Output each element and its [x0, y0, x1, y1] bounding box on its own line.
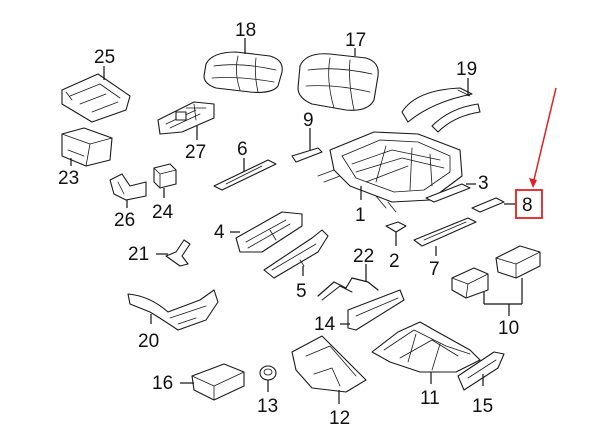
callout-3: 3: [478, 173, 489, 194]
callout-12: 12: [329, 408, 350, 429]
part-23: 23: [58, 127, 113, 189]
callout-27: 27: [185, 142, 206, 163]
part-27: 27: [157, 101, 215, 163]
part-8: 8: [471, 87, 557, 219]
part-7: 7: [413, 217, 477, 280]
part-5: 5: [263, 229, 329, 302]
part-15: 15: [457, 351, 505, 417]
callout-13: 13: [257, 396, 278, 417]
part-22: 22: [317, 246, 379, 301]
callout-19: 19: [456, 59, 477, 80]
part-3: 3: [425, 173, 489, 203]
part-4: 4: [214, 211, 303, 253]
highlight-arrow: [532, 87, 557, 185]
callout-17: 17: [345, 30, 366, 51]
part-20: 20: [127, 289, 219, 352]
callout-8: 8: [522, 195, 533, 216]
part-13: 13: [257, 365, 278, 417]
callout-4: 4: [214, 222, 225, 243]
highlight-box-8: [515, 189, 543, 219]
callout-24: 24: [152, 202, 174, 223]
part-12: 12: [291, 335, 367, 429]
part-21: 21: [128, 239, 191, 267]
part-25: 25: [61, 47, 131, 123]
part-16: 16: [152, 363, 245, 401]
callout-5: 5: [296, 281, 307, 302]
callout-23: 23: [58, 168, 79, 189]
part-24: 24: [152, 163, 177, 223]
part-18: 18: [203, 20, 283, 93]
callout-9: 9: [303, 110, 314, 131]
part-1: 1: [317, 131, 463, 226]
part-2: 2: [385, 221, 407, 272]
part-6: 6: [213, 139, 277, 191]
part-10: 10: [451, 245, 541, 339]
callout-25: 25: [94, 47, 115, 68]
callout-15: 15: [472, 396, 493, 417]
callout-11: 11: [420, 388, 440, 409]
highlight-arrow-head: [529, 178, 537, 188]
callout-14: 14: [314, 314, 336, 335]
callout-16: 16: [152, 373, 173, 394]
part-19: 19: [401, 59, 481, 133]
part-14: 14: [314, 289, 405, 335]
callout-6: 6: [237, 139, 248, 160]
callout-18: 18: [235, 20, 256, 41]
callout-1: 1: [355, 205, 366, 226]
part-11: 11: [371, 321, 481, 409]
callout-10: 10: [498, 318, 519, 339]
callout-2: 2: [389, 251, 400, 272]
part-26: 26: [109, 173, 147, 231]
callout-7: 7: [429, 259, 440, 280]
part-9: 9: [291, 110, 323, 163]
part-17: 17: [297, 30, 379, 111]
callout-20: 20: [138, 331, 159, 352]
callout-26: 26: [114, 210, 135, 231]
callout-22: 22: [353, 246, 374, 267]
callout-21: 21: [128, 244, 149, 265]
